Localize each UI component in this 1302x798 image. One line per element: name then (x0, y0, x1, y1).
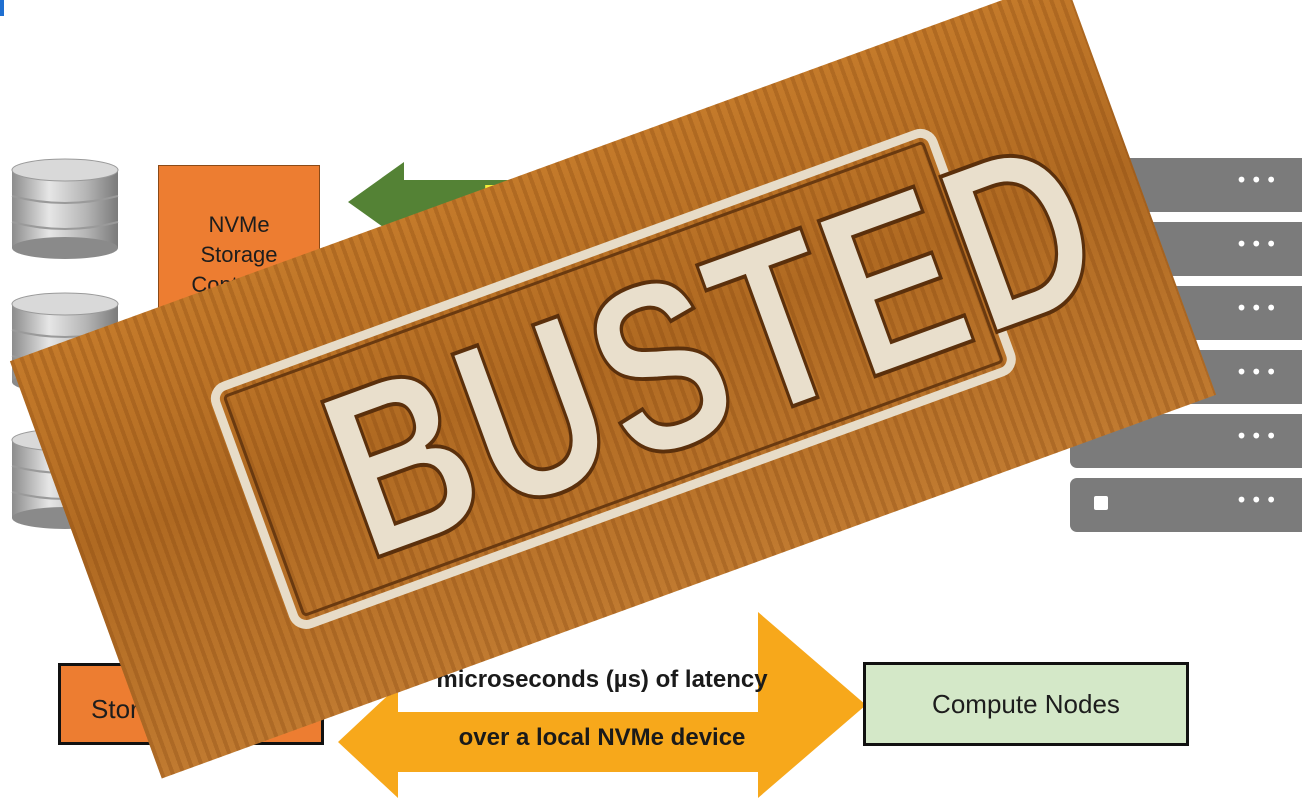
compute-nodes-label: Compute Nodes (932, 689, 1120, 720)
server-dots-icon: ••• (1236, 360, 1280, 384)
server-dots-icon: ••• (1236, 296, 1280, 320)
storage-line-1: NVMe (159, 210, 319, 240)
server-dots-icon: ••• (1236, 168, 1280, 192)
server-dots-icon: ••• (1236, 488, 1280, 512)
stamp-text: BUSTED (301, 179, 929, 587)
server-unit: ••• (1070, 478, 1302, 532)
power-indicator-icon (1094, 496, 1108, 510)
corner-mark (0, 0, 4, 16)
server-dots-icon: ••• (1236, 232, 1280, 256)
database-icon (10, 158, 120, 260)
latency-text-line-2: over a local NVMe device (338, 724, 866, 752)
server-dots-icon: ••• (1236, 424, 1280, 448)
stamp-frame: BUSTED (206, 124, 1021, 634)
compute-nodes-box: Compute Nodes (863, 662, 1189, 746)
